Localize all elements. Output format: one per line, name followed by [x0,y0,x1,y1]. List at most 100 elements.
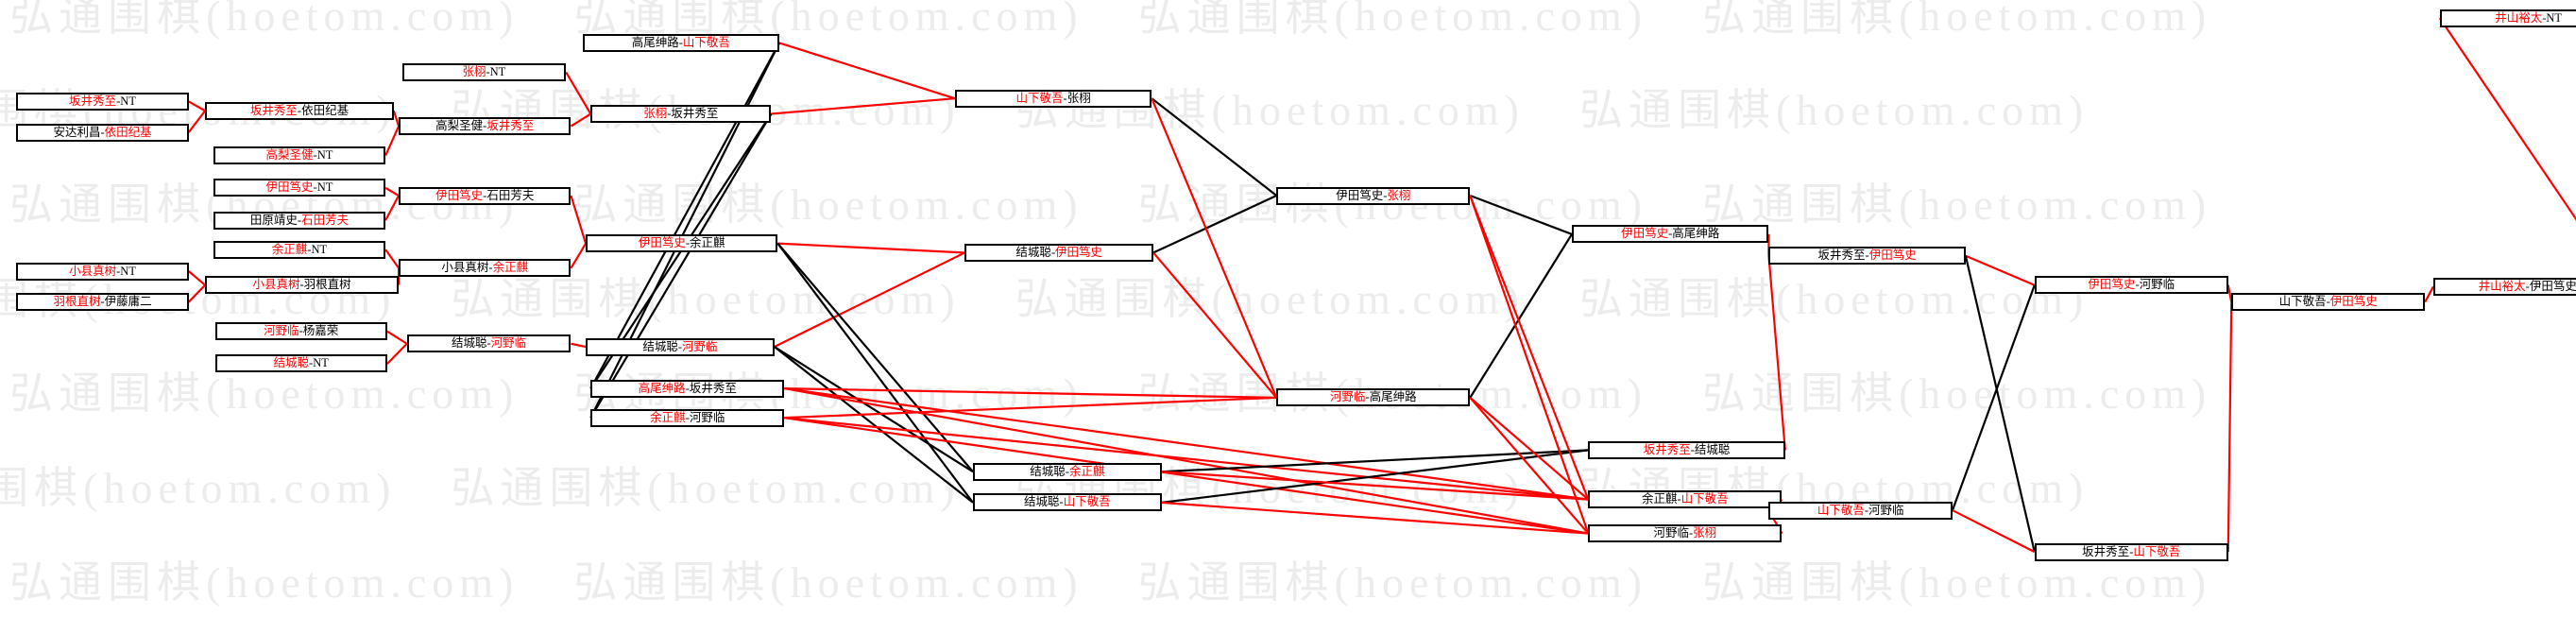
match-box[interactable]: 结城聪-余正麒 [973,462,1162,481]
loser-name: 余正麒 [690,236,725,250]
winner-name: 高梨圣健 [265,148,314,163]
match-box[interactable]: 河野临-张栩 [1588,524,1783,543]
name-separator: - [313,148,317,163]
match-box[interactable]: 结城聪-NT [214,354,387,373]
match-box[interactable]: 坂井秀至-山下敬吾 [2034,542,2228,561]
winner-name: 张栩 [1693,526,1717,540]
bracket-connector-red [771,97,955,115]
loser-name: 结城聪 [642,339,678,353]
match-box[interactable]: 高梨圣健-NT [213,146,386,165]
match-box[interactable]: 伊田笃史-NT [213,179,386,197]
winner-name: 伊田笃史 [1621,227,1669,241]
winner-name: 小县真树 [252,278,300,292]
winner-name: 高尾绅路 [638,381,686,395]
match-box[interactable]: 张栩-NT [401,62,567,81]
name-separator: - [1690,442,1695,456]
winner-name: 河野临 [264,324,299,338]
winner-name: 张栩 [462,64,486,78]
match-box[interactable]: 井山裕太-伊田笃史 [2432,277,2576,296]
name-separator: - [1050,245,1056,259]
bracket-connector-red [570,195,588,244]
match-box[interactable]: 结城聪-伊田笃史 [964,243,1154,262]
match-box[interactable]: 伊田笃史-石田芳夫 [399,186,571,205]
bracket-connector-red [774,251,965,349]
bracket-connector-red [187,283,206,303]
match-box[interactable]: 河野临-高尾绅路 [1276,388,1471,407]
name-separator: - [100,125,105,139]
name-separator: - [307,242,312,256]
winner-name: 张栩 [1387,188,1411,202]
winner-name: 坂井秀至 [486,119,535,133]
match-box[interactable]: 山下敬吾-河野临 [1768,501,1953,520]
winner-name: 山下敬吾 [1063,495,1111,509]
bracket-connector-red [778,42,956,100]
match-box[interactable]: 坂井秀至-结城聪 [1588,440,1785,459]
bracket-connector-red [1161,471,1589,501]
match-box[interactable]: 结城聪-山下敬吾 [973,493,1162,512]
match-box[interactable]: 伊田笃史-张栩 [1276,186,1471,205]
match-box[interactable]: 余正麒-河野临 [590,408,785,427]
match-box[interactable]: 羽根直树-伊藤庸二 [16,293,189,312]
winner-name: 伊田笃史 [2329,295,2378,309]
bracket-connector-red [565,71,592,115]
loser-name: 张栩 [1066,91,1091,105]
bracket-connector-black [1469,195,1573,235]
bracket-connector-red [570,112,591,128]
bracket-connector-red [1469,195,1590,501]
loser-name: 高尾绅路 [1369,390,1417,404]
winner-name: 小县真树 [69,264,117,278]
match-box[interactable]: 伊田笃史-河野临 [2034,276,2228,295]
winner-name: 伊田笃史 [1055,245,1103,259]
match-box[interactable]: 小县真树-羽根直树 [205,276,400,295]
bracket-connector-red [187,110,206,133]
bracket-connector-red [1161,501,1589,535]
bracket-connector-red [784,387,1589,535]
name-separator: - [1689,526,1694,540]
match-box[interactable]: 山下敬吾-张栩 [954,89,1152,108]
match-box[interactable]: 坂井秀至-依田纪基 [205,101,394,120]
loser-name: 坂井秀至 [1817,249,1866,263]
winner-name: 伊田笃史 [1868,249,1917,263]
bracket-connector-black [1161,449,1589,504]
match-box[interactable]: 结城聪-河野临 [586,337,775,356]
loser-name: NT [316,148,333,163]
loser-name: 杨嘉荣 [302,324,339,338]
match-box[interactable]: 井山裕太-NT [2439,9,2576,27]
name-separator: - [1864,503,1869,517]
match-box[interactable]: 山下敬吾-伊田笃史 [2231,293,2426,312]
bracket-connector-black [589,42,781,419]
loser-name: NT [316,180,333,195]
name-separator: - [116,264,121,278]
match-box[interactable]: 坂井秀至-NT [16,92,189,111]
match-box[interactable]: 结城聪-河野临 [406,334,571,353]
match-box[interactable]: 余正麒-NT [213,240,386,259]
bracket-connector-black [1964,255,2036,553]
loser-name: 河野临 [1653,526,1689,540]
loser-name: 伊藤庸二 [104,295,152,309]
match-box[interactable]: 河野临-杨嘉荣 [214,322,387,341]
loser-name: 结城聪 [1694,442,1731,456]
match-box[interactable]: 伊田笃史-高尾绅路 [1571,225,1769,244]
match-box[interactable]: 高梨圣健-坂井秀至 [399,117,571,136]
match-box[interactable]: 伊田笃史-余正麒 [586,234,778,253]
watermark-text: 弘通围棋(hoetom.com)弘通围棋(hoetom.com)弘通围棋(hoe… [0,275,2090,323]
match-box[interactable]: 张栩-坂井秀至 [590,105,772,123]
match-box[interactable]: 余正麒-山下敬吾 [1588,490,1783,509]
match-box[interactable]: 田原靖史-石田芳夫 [213,211,386,230]
winner-name: 余正麒 [492,261,529,275]
name-separator: - [297,213,302,227]
winner-name: 羽根直树 [53,295,101,309]
match-box[interactable]: 安达利昌-依田纪基 [16,123,189,142]
winner-name: 河野临 [1329,390,1366,404]
winner-name: 坂井秀至 [69,94,117,108]
match-box[interactable]: 小县真树-NT [16,262,189,281]
winner-name: 山下敬吾 [1680,492,1729,506]
loser-name: 结城聪 [1024,495,1060,509]
name-separator: - [486,64,490,78]
match-box[interactable]: 高尾绅路-坂井秀至 [590,379,785,398]
match-box[interactable]: 小县真树-余正麒 [399,259,571,278]
match-box[interactable]: 高尾绅路-山下敬吾 [582,33,780,52]
match-box[interactable]: 坂井秀至-伊田笃史 [1768,247,1966,266]
loser-name: 石田芳夫 [486,188,535,202]
